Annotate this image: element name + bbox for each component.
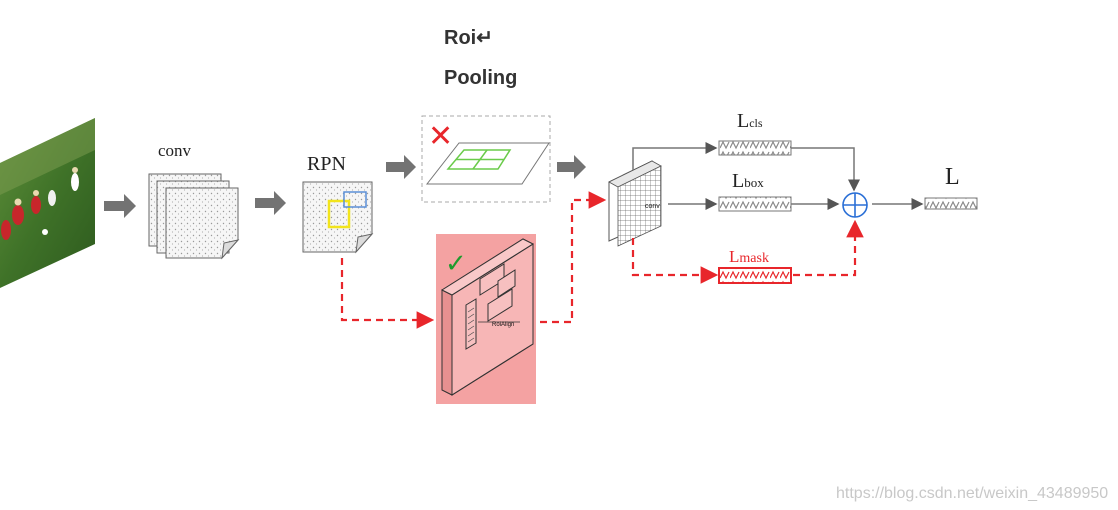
roi-pooling-title-line1: Roi↵	[444, 27, 493, 49]
loss-mask-box	[718, 267, 792, 284]
accept-check-icon: ✓	[445, 249, 467, 279]
roialign-label: RoiAlign	[492, 322, 514, 328]
red-mask-branch	[631, 219, 864, 284]
rpn-label: RPN	[307, 153, 346, 175]
conv-feature-stack	[148, 173, 240, 260]
roi-pooling-title-line2: Pooling	[444, 67, 517, 89]
head-conv-label: conv	[645, 203, 660, 210]
arrow-roipool-to-head	[557, 155, 586, 179]
arrow-conv-to-rpn	[255, 191, 286, 215]
arrow-image-to-conv	[104, 194, 136, 218]
rpn-anchor-yellow	[327, 199, 351, 229]
gray-arrows	[104, 155, 586, 218]
loss-box-box	[718, 196, 792, 212]
head-feature-block	[608, 160, 662, 247]
loss-mask-label: Lmask	[729, 247, 769, 266]
input-image	[0, 118, 95, 288]
rpn-block	[302, 181, 374, 254]
arrow-rpn-to-roipool	[386, 155, 416, 179]
red-dashed-path	[340, 191, 607, 329]
loss-total-box	[924, 197, 978, 210]
gray-branch-lines	[632, 142, 924, 210]
watermark: https://blog.csdn.net/weixin_43489950	[836, 485, 1108, 502]
roialign-block	[436, 234, 536, 404]
sum-node-icon	[842, 192, 868, 218]
reject-cross-icon: ✕	[428, 119, 453, 154]
roi-pooling-block	[421, 115, 551, 203]
loss-box-label: Lbox	[732, 170, 764, 192]
loss-cls-label: Lcls	[737, 110, 763, 132]
loss-cls-box	[718, 140, 792, 156]
rpn-anchor-blue	[343, 191, 367, 208]
roi-pooling-grid	[446, 149, 512, 170]
loss-total-label: L	[945, 164, 960, 190]
conv-label: conv	[158, 141, 192, 160]
